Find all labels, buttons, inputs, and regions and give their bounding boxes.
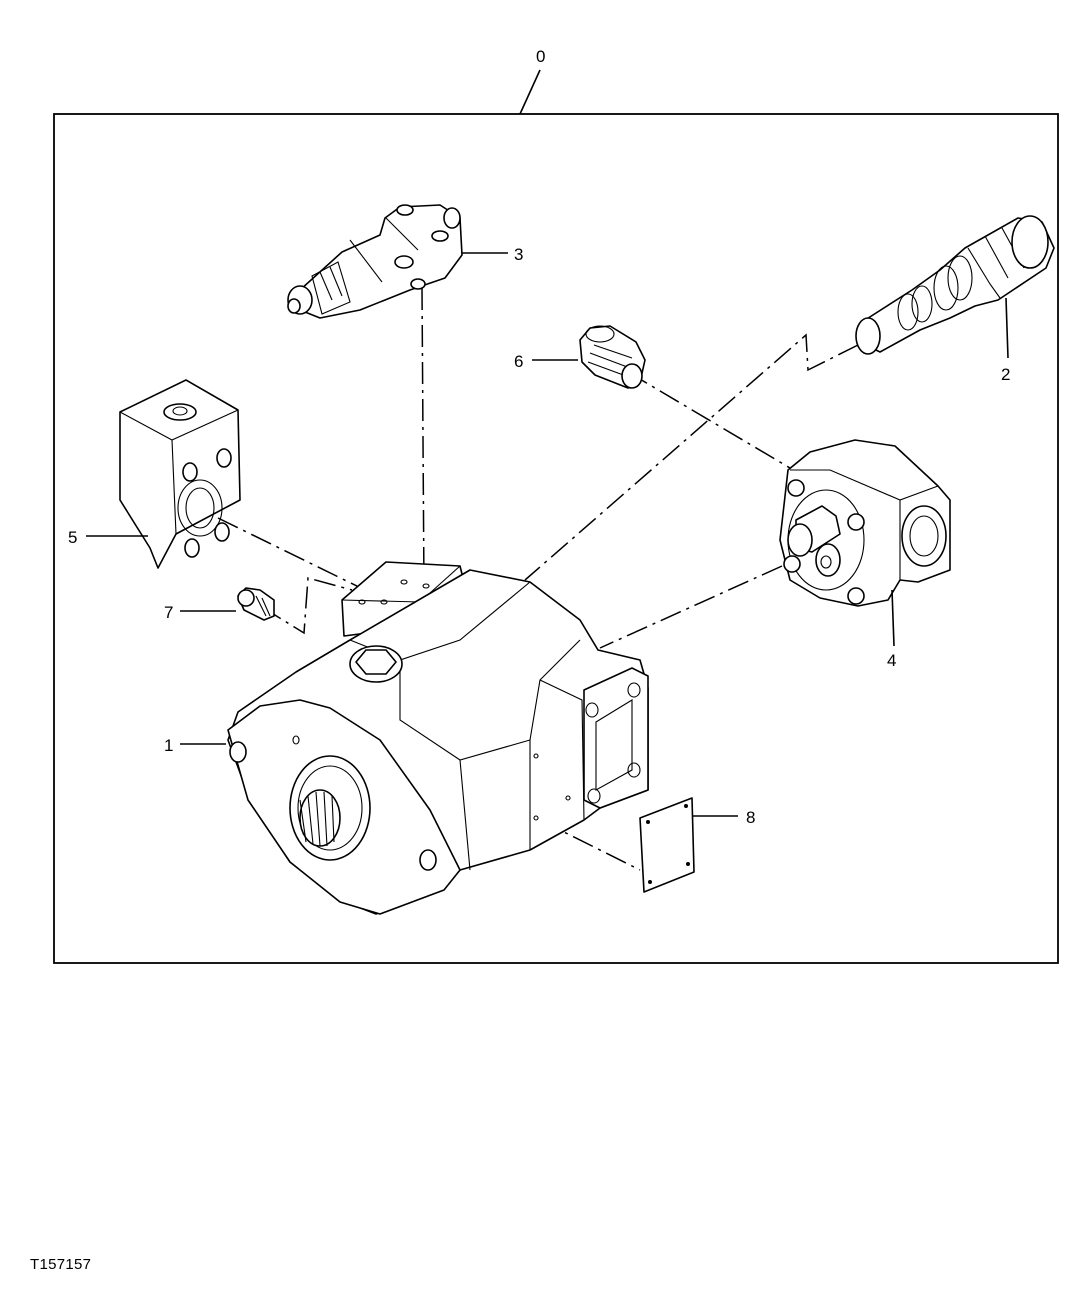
callout-5[interactable]: 5 xyxy=(68,528,148,547)
assembly-frame xyxy=(53,113,1059,964)
main-pump[interactable] xyxy=(227,561,649,915)
plug-small[interactable] xyxy=(237,587,275,621)
callout-4[interactable]: 4 xyxy=(887,589,896,670)
callout-0[interactable]: 0 xyxy=(519,47,545,115)
callout-7-label: 7 xyxy=(164,603,173,622)
assembly-lines xyxy=(217,287,859,871)
cartridge-valve[interactable] xyxy=(855,215,1055,355)
callout-1[interactable]: 1 xyxy=(164,736,226,755)
callout-3[interactable]: 3 xyxy=(462,245,523,264)
cover-plate[interactable] xyxy=(639,797,695,893)
callout-8-label: 8 xyxy=(746,808,755,827)
callout-3-label: 3 xyxy=(514,245,523,264)
control-valve[interactable] xyxy=(287,204,463,319)
callout-5-label: 5 xyxy=(68,528,77,547)
callout-6-label: 6 xyxy=(514,352,523,371)
callout-0-label: 0 xyxy=(536,47,545,66)
callout-8[interactable]: 8 xyxy=(692,808,755,827)
callout-7[interactable]: 7 xyxy=(164,603,236,622)
callout-6[interactable]: 6 xyxy=(514,352,578,371)
plug-large[interactable] xyxy=(579,325,646,389)
valve-block[interactable] xyxy=(119,379,241,569)
callout-2[interactable]: 2 xyxy=(1001,297,1010,384)
callout-2-label: 2 xyxy=(1001,365,1010,384)
callout-1-label: 1 xyxy=(164,736,173,755)
gear-pump[interactable] xyxy=(779,439,951,607)
callout-4-label: 4 xyxy=(887,651,896,670)
figure-reference-code: T157157 xyxy=(30,1256,92,1273)
